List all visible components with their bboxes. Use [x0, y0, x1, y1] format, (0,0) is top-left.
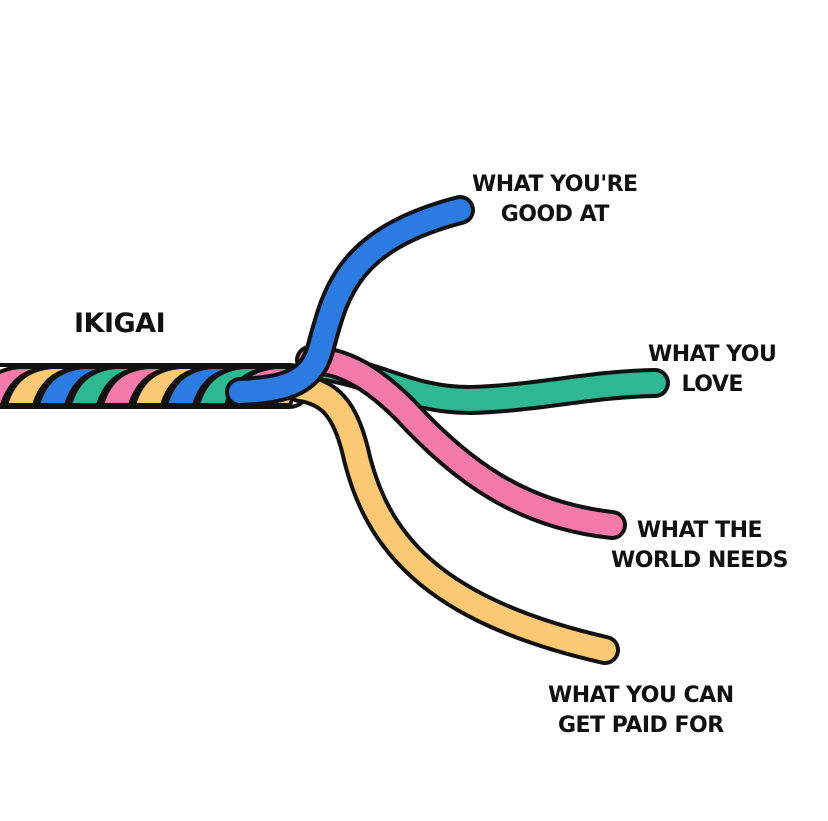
strand-good-fill	[229, 199, 471, 403]
label-paid-line-1: WHAT YOU CAN	[548, 683, 734, 708]
label-what-you-can-get-paid-for: WHAT YOU CAN GET PAID FOR	[548, 681, 734, 741]
label-what-you-love: WHAT YOU LOVE	[648, 340, 777, 400]
strand-world	[295, 345, 627, 540]
strand-world-fill	[299, 349, 623, 536]
label-world-line-1: WHAT THE	[636, 518, 763, 543]
label-love-line-2: LOVE	[681, 372, 743, 397]
strand-paid	[285, 373, 620, 665]
label-love-line-1: WHAT YOU	[648, 342, 777, 367]
strand-paid-fill	[289, 377, 616, 661]
label-good-line-1: WHAT YOU'RE	[472, 172, 638, 197]
label-world-line-2: WORLD NEEDS	[611, 548, 788, 573]
label-paid-line-2: GET PAID FOR	[557, 713, 724, 738]
label-good-line-2: GOOD AT	[500, 202, 610, 227]
label-what-the-world-needs: WHAT THE WORLD NEEDS	[611, 516, 788, 576]
label-what-youre-good-at: WHAT YOU'RE GOOD AT	[472, 170, 638, 230]
strand-good	[225, 195, 475, 407]
ikigai-title: IKIGAI	[74, 308, 166, 339]
